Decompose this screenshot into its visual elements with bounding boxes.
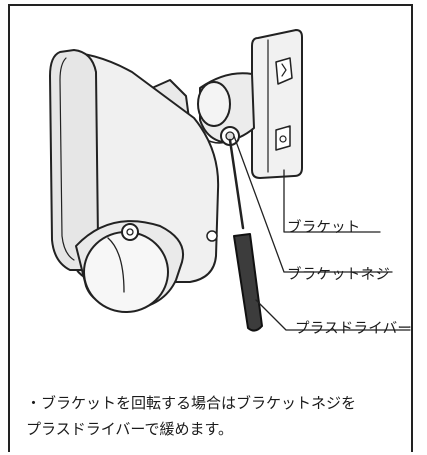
bracket-screw-label: ブラケットネジ (287, 267, 390, 283)
screwdriver-icon (228, 138, 263, 332)
wall-bracket (251, 29, 303, 179)
camera-dome (75, 220, 184, 313)
screwdriver-label: プラスドライバー (295, 321, 413, 337)
instruction-note: ・ブラケットを回転する場合はブラケットネジを プラスドライバーで緩めます。 (26, 390, 406, 442)
callout-leaders (233, 135, 411, 331)
instruction-line-1: ・ブラケットを回転する場合はブラケットネジを (26, 394, 357, 412)
instruction-frame (8, 4, 413, 452)
bracket-label: ブラケット (287, 220, 361, 236)
instruction-line-2: プラスドライバーで緩めます。 (26, 420, 234, 438)
